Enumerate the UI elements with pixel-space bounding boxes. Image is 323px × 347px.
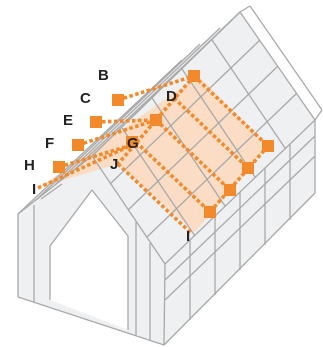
label-i-front: I (32, 181, 36, 198)
line-f (77, 118, 157, 147)
marker-j (126, 136, 138, 148)
marker-h (53, 161, 65, 173)
label-f: F (45, 135, 54, 152)
line-h (58, 143, 133, 169)
line-c-e (95, 118, 157, 124)
marker-c (112, 94, 124, 106)
line-i-back (116, 162, 194, 236)
label-c: C (80, 90, 91, 107)
measurement-lines (37, 74, 270, 236)
marker-b (188, 70, 200, 82)
line-b (117, 74, 195, 102)
marker-f (72, 139, 84, 151)
line-i-front (37, 143, 133, 190)
line-ridge (116, 74, 196, 166)
marker-g2-end (224, 184, 236, 196)
greenhouse-frame (17, 5, 323, 346)
marker-g (150, 114, 162, 126)
label-j: J (110, 156, 118, 173)
line-g1 (172, 96, 250, 170)
line-d (192, 74, 270, 148)
highlighted-roof-area (40, 76, 268, 232)
marker-d-end (262, 140, 274, 152)
marker-g1-end (242, 162, 254, 174)
line-j (134, 140, 212, 214)
line-g2 (154, 118, 232, 192)
label-b: B (98, 67, 109, 84)
measurement-markers (53, 70, 274, 218)
label-i-back: I (186, 228, 190, 245)
label-e: E (63, 112, 73, 129)
line-eave (208, 144, 270, 214)
label-g: G (127, 135, 139, 152)
label-d: D (166, 88, 177, 105)
marker-j-end (204, 206, 216, 218)
point-labels: B C D E F G H J I I (24, 67, 190, 245)
marker-e (90, 116, 102, 128)
door-opening (50, 190, 128, 330)
label-h: H (24, 157, 35, 174)
